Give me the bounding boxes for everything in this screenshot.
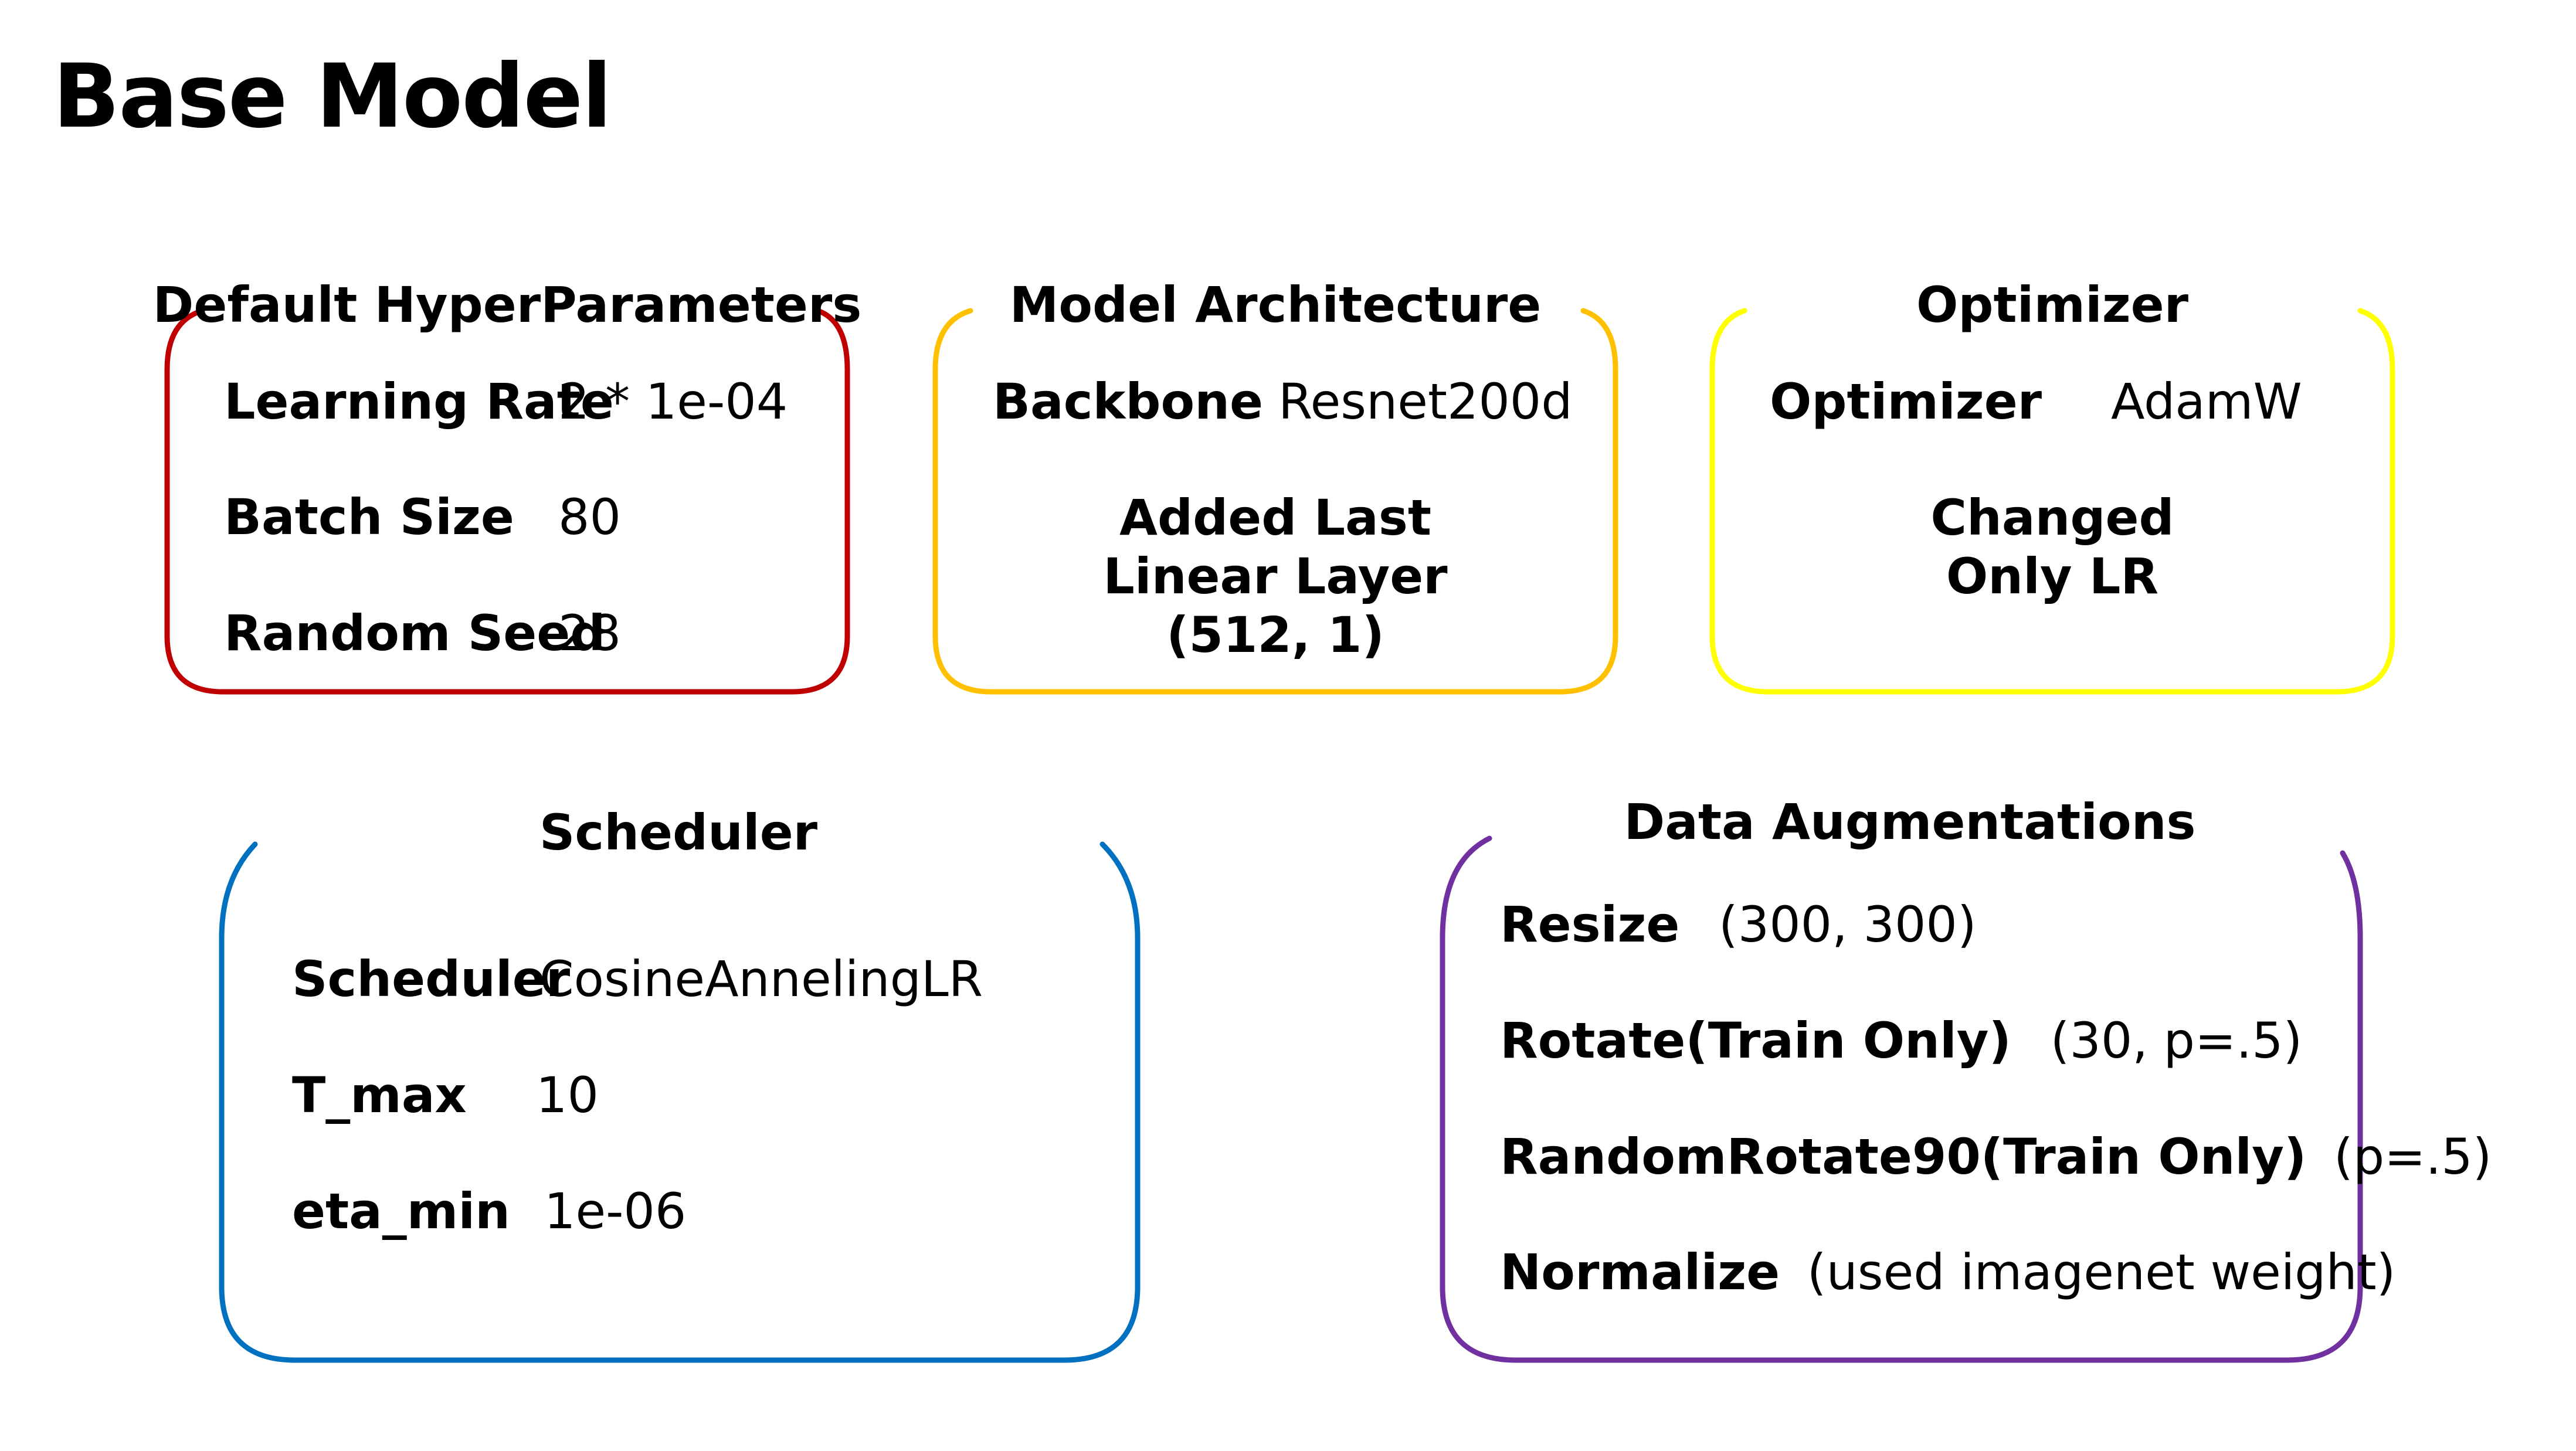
scheduler-value: CosineAnnelingLR [539,950,983,1008]
architecture-note: Added Last Linear Layer (512, 1) [1103,488,1447,664]
scheduler-key: T_max [292,1066,467,1124]
page-title: Base Model [53,46,612,148]
scheduler-key: eta_min [292,1182,510,1240]
optimizer-key: Optimizer [1770,373,2042,430]
hyperparameters-row: Batch Size [224,492,514,542]
note-line: Linear Layer [1103,548,1448,605]
param-value: 28 [558,604,621,662]
note-line: Added Last [1119,489,1431,546]
param-value: 2 * 1e-04 [558,373,788,430]
augmentation-key: Rotate(Train Only) [1500,1012,2011,1069]
optimizer-title: Optimizer [1916,276,2189,334]
architecture-title: Model Architecture [1009,276,1542,334]
scheduler-title: Scheduler [539,804,818,861]
optimizer-frame [1709,308,2395,695]
hyperparameters-title: Default HyperParameters [152,276,862,334]
augmentation-value: (used imagenet weight) [1807,1243,2396,1301]
param-key: Learning Rate [224,373,614,430]
augmentations-frame [1440,835,2363,1363]
hyperparameters-row: Random Seed [224,609,605,658]
backbone-value: Resnet200d [1278,373,1573,430]
hyperparameters-frame [164,308,850,695]
augmentation-row: Resize (300, 300) [1500,900,1977,949]
note-line: Only LR [1946,548,2159,605]
augmentation-value: (30, p=.5) [2050,1012,2303,1069]
hyperparameters-row: Learning Rate [224,377,614,426]
scheduler-value: 10 [536,1066,599,1124]
augmentations-title: Data Augmentations [1624,793,2196,851]
augmentation-key: Resize [1500,896,1680,953]
backbone-key: Backbone [993,373,1263,430]
note-line: Changed [1930,489,2174,546]
augmentation-row: Rotate(Train Only) (30, p=.5) [1500,1016,2302,1065]
param-key: Random Seed [224,604,606,662]
optimizer-value: AdamW [2111,373,2302,430]
scheduler-value: 1e-06 [544,1182,687,1240]
augmentation-value: (300, 300) [1719,896,1977,953]
param-value: 80 [558,488,621,546]
scheduler-frame [219,841,1141,1363]
augmentation-row: Normalize (used imagenet weight) [1500,1248,2395,1297]
augmentation-key: Normalize [1500,1243,1780,1301]
note-line: (512, 1) [1166,606,1384,664]
augmentation-key: RandomRotate90(Train Only) [1500,1128,2307,1185]
architecture-frame [932,308,1618,695]
optimizer-note: Changed Only LR [1930,488,2174,606]
param-key: Batch Size [224,488,514,546]
augmentation-value: (p=.5) [2334,1128,2492,1185]
scheduler-key: Scheduler [292,950,571,1008]
augmentation-row: RandomRotate90(Train Only) (p=.5) [1500,1132,2492,1181]
